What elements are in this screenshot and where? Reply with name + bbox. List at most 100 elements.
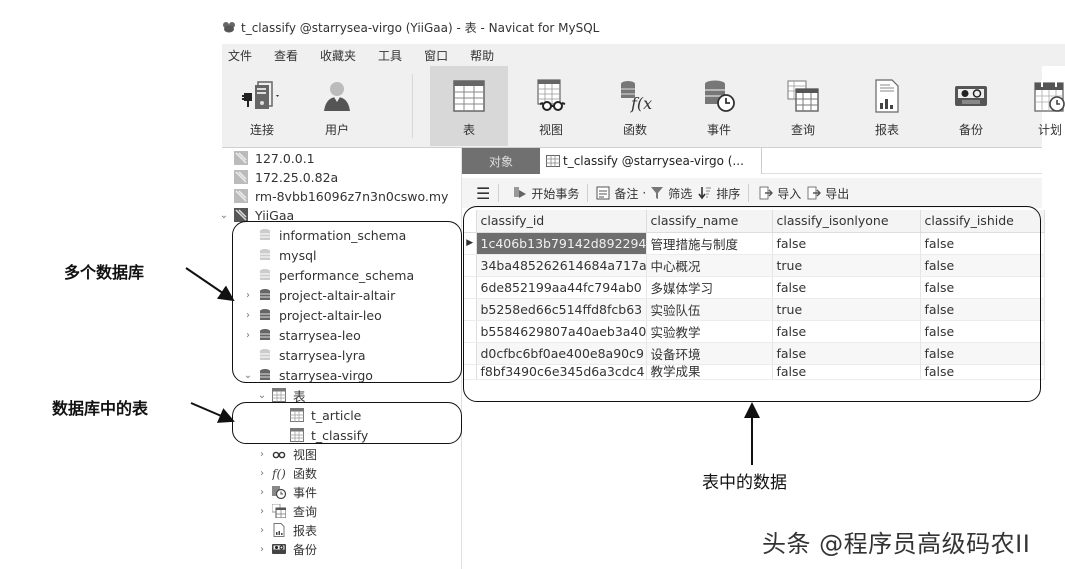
- chevron-right-icon[interactable]: ›: [246, 289, 250, 301]
- tree-group-queries[interactable]: › 查询: [256, 501, 317, 521]
- menu-favorites[interactable]: 收藏夹: [320, 48, 357, 63]
- grid-cell[interactable]: false: [772, 232, 921, 255]
- grid-cell[interactable]: 教学成果: [646, 364, 773, 380]
- database-item[interactable]: › project-altair-altair: [242, 285, 395, 305]
- table-item-t-article[interactable]: t_article: [290, 405, 361, 425]
- dropdown-dot[interactable]: ·: [642, 186, 647, 200]
- tree-group-reports[interactable]: › 报表: [256, 520, 317, 540]
- user-button[interactable]: 用户: [307, 66, 367, 146]
- schedule-button[interactable]: 计划: [1020, 66, 1065, 146]
- grid-cell[interactable]: 中心概况: [646, 254, 773, 277]
- database-icon: [260, 249, 270, 260]
- table-row[interactable]: b5258ed66c514ffd8fcb63 实验队伍 true false: [464, 298, 1045, 321]
- grid-cell[interactable]: 6de852199aa44fc794ab0: [476, 276, 647, 299]
- function-button[interactable]: f(x) 函数: [600, 66, 670, 146]
- grid-cell[interactable]: false: [772, 364, 921, 380]
- query-button[interactable]: 查询: [768, 66, 838, 146]
- chevron-down-icon[interactable]: ⌄: [257, 389, 267, 401]
- database-item[interactable]: performance_schema: [258, 265, 414, 285]
- table-row[interactable]: d0cfbc6bf0ae400e8a90c9 设备环境 false false: [464, 342, 1045, 365]
- chevron-right-icon[interactable]: ›: [260, 448, 264, 460]
- filter-button[interactable]: 筛选: [650, 185, 692, 202]
- database-item[interactable]: information_schema: [258, 225, 406, 245]
- tree-group-events[interactable]: › 事件: [256, 482, 317, 502]
- grid-cell[interactable]: 实验教学: [646, 320, 773, 343]
- grid-cell[interactable]: false: [920, 298, 1045, 321]
- grid-cell[interactable]: 实验队伍: [646, 298, 773, 321]
- begin-transaction-button[interactable]: 开始事务: [513, 185, 579, 202]
- chevron-right-icon[interactable]: ›: [246, 329, 250, 341]
- chevron-right-icon[interactable]: ›: [260, 486, 264, 498]
- table-button[interactable]: 表: [430, 66, 508, 146]
- connection-item[interactable]: rm-8vbb16096z7n3n0cswo.my: [234, 186, 448, 206]
- connection-item[interactable]: 172.25.0.82a: [234, 167, 338, 187]
- table-row[interactable]: ▶ 1c406b13b79142d892294 管理措施与制度 false fa…: [464, 232, 1045, 255]
- chevron-down-icon[interactable]: ⌄: [222, 210, 230, 221]
- column-header[interactable]: classify_name: [646, 210, 773, 233]
- tab-objects[interactable]: 对象: [462, 148, 540, 174]
- grid-cell[interactable]: d0cfbc6bf0ae400e8a90c9: [476, 342, 647, 365]
- menu-view[interactable]: 查看: [274, 48, 299, 63]
- menu-file[interactable]: 文件: [228, 48, 253, 63]
- grid-cell[interactable]: false: [920, 232, 1045, 255]
- chevron-right-icon[interactable]: ›: [260, 543, 264, 555]
- chevron-right-icon[interactable]: ›: [246, 309, 250, 321]
- database-item[interactable]: mysql: [258, 245, 317, 265]
- grid-cell[interactable]: true: [772, 254, 921, 277]
- import-button[interactable]: 导入: [759, 185, 801, 202]
- database-item-starrysea-virgo[interactable]: ⌄ starrysea-virgo: [243, 367, 373, 383]
- tree-group-backups[interactable]: › 备份: [256, 539, 317, 559]
- hamburger-menu-icon[interactable]: ☰: [476, 183, 491, 203]
- menu-tools[interactable]: 工具: [378, 48, 403, 63]
- grid-cell[interactable]: false: [772, 320, 921, 343]
- grid-cell[interactable]: false: [920, 342, 1045, 365]
- grid-cell[interactable]: false: [920, 254, 1045, 277]
- backup-button[interactable]: 备份: [936, 66, 1006, 146]
- connection-item-yiigaa[interactable]: ⌄ YiiGaa: [222, 205, 294, 225]
- grid-cell[interactable]: false: [772, 342, 921, 365]
- export-button[interactable]: 导出: [807, 185, 849, 202]
- table-item-t-classify[interactable]: t_classify: [290, 425, 368, 445]
- grid-cell[interactable]: b5584629807a40aeb3a40: [476, 320, 647, 343]
- tab-t-classify[interactable]: t_classify @starrysea-virgo (...: [540, 148, 762, 174]
- grid-cell[interactable]: false: [772, 276, 921, 299]
- grid-cell[interactable]: 34ba485262614684a717a: [476, 254, 647, 277]
- table-row[interactable]: 34ba485262614684a717a 中心概况 true false: [464, 254, 1045, 277]
- menu-window[interactable]: 窗口: [424, 48, 449, 63]
- table-row[interactable]: 6de852199aa44fc794ab0 多媒体学习 false false: [464, 276, 1045, 299]
- chevron-right-icon[interactable]: ›: [260, 524, 264, 536]
- grid-cell[interactable]: false: [920, 276, 1045, 299]
- grid-cell[interactable]: false: [920, 364, 1045, 380]
- grid-cell[interactable]: 多媒体学习: [646, 276, 773, 299]
- notes-button[interactable]: 备注 ·: [596, 185, 646, 202]
- query-icon: [787, 80, 819, 112]
- chevron-right-icon[interactable]: ›: [260, 505, 264, 517]
- grid-cell[interactable]: true: [772, 298, 921, 321]
- column-header[interactable]: classify_ishide: [920, 210, 1045, 233]
- chevron-down-icon[interactable]: ⌄: [243, 369, 253, 381]
- report-button[interactable]: 报表: [852, 66, 922, 146]
- grid-cell[interactable]: b5258ed66c514ffd8fcb63: [476, 298, 647, 321]
- table-row[interactable]: f8bf3490c6e345d6a3cdc4 教学成果 false false: [464, 364, 1045, 380]
- grid-cell[interactable]: 管理措施与制度: [646, 232, 773, 255]
- grid-cell[interactable]: f8bf3490c6e345d6a3cdc4: [476, 364, 647, 380]
- database-item[interactable]: starrysea-lyra: [258, 345, 366, 365]
- sort-button[interactable]: 排序: [698, 185, 740, 202]
- grid-cell[interactable]: 设备环境: [646, 342, 773, 365]
- table-row[interactable]: b5584629807a40aeb3a40 实验教学 false false: [464, 320, 1045, 343]
- column-header[interactable]: classify_id: [476, 210, 647, 233]
- database-item[interactable]: › project-altair-leo: [242, 305, 382, 325]
- connection-item[interactable]: 127.0.0.1: [234, 148, 315, 168]
- grid-cell[interactable]: 1c406b13b79142d892294: [476, 232, 647, 255]
- menu-help[interactable]: 帮助: [470, 48, 495, 63]
- tree-group-functions[interactable]: › f() 函数: [256, 463, 317, 483]
- tree-group-tables[interactable]: ⌄ 表: [257, 388, 306, 404]
- tree-group-views[interactable]: › 视图: [256, 444, 317, 464]
- connection-button[interactable]: 连接: [232, 66, 292, 146]
- chevron-right-icon[interactable]: ›: [260, 467, 264, 479]
- grid-cell[interactable]: false: [920, 320, 1045, 343]
- event-button[interactable]: 事件: [684, 66, 754, 146]
- view-button[interactable]: 视图: [516, 66, 586, 146]
- database-item[interactable]: › starrysea-leo: [242, 325, 361, 345]
- column-header[interactable]: classify_isonlyone: [772, 210, 921, 233]
